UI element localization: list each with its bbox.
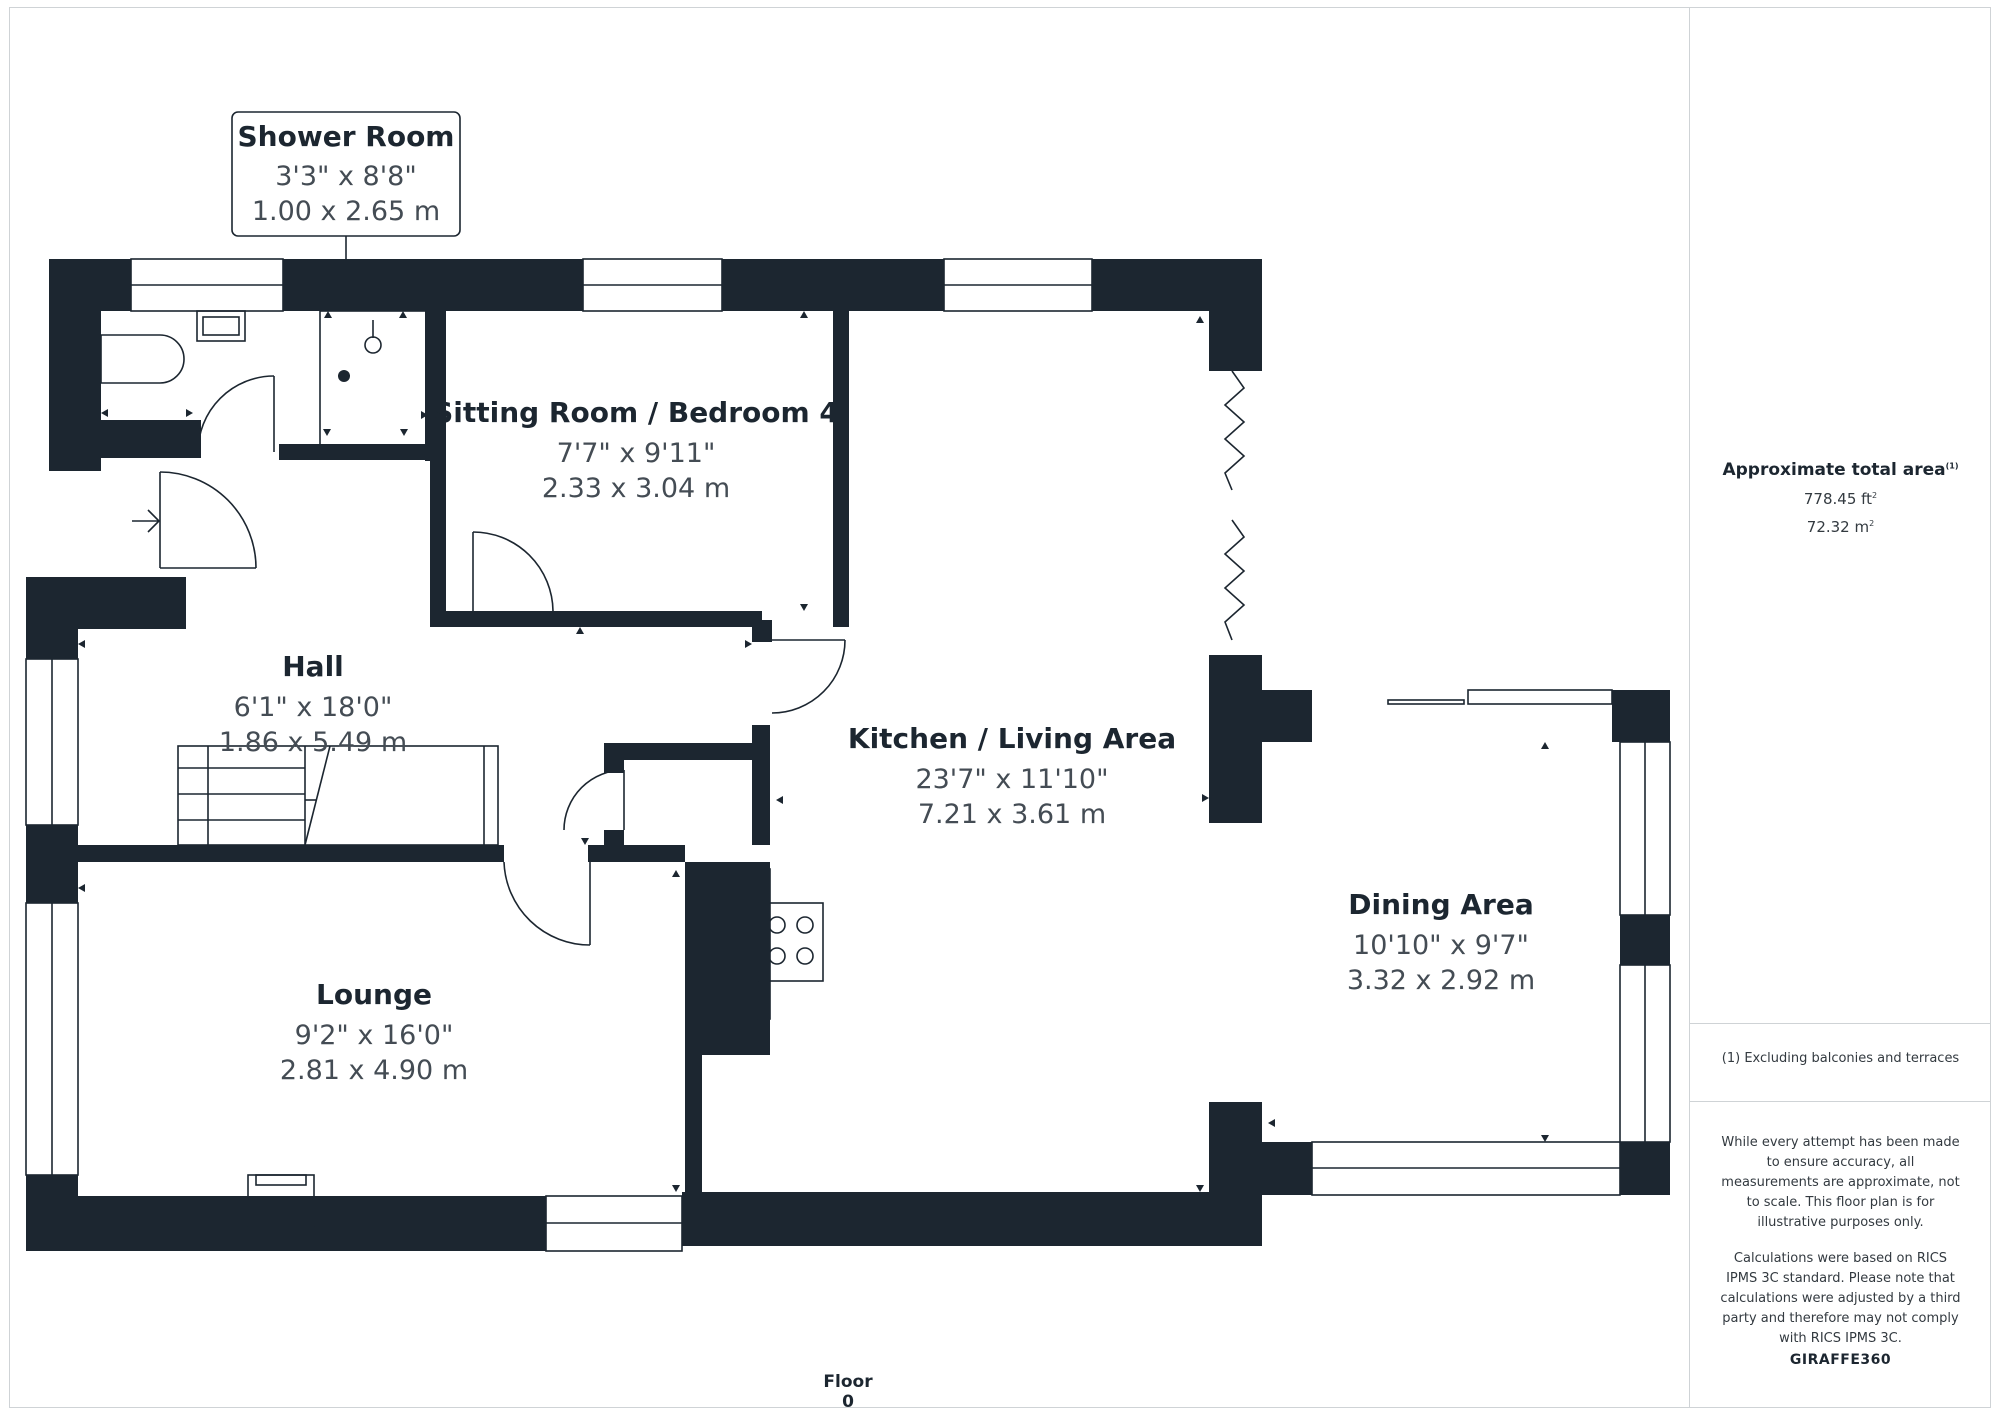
- disclaimer-calculations: Calculations were based on RICS IPMS 3C …: [1720, 1251, 1961, 1346]
- area-title-text: Approximate total area: [1722, 460, 1946, 480]
- room-metric-sitting: 2.33 x 3.04 m: [542, 473, 730, 504]
- bifold-doors: [1223, 370, 1246, 641]
- room-imperial-kitchen: 23'7" x 11'10": [915, 764, 1108, 795]
- room-metric-kitchen: 7.21 x 3.61 m: [918, 799, 1106, 830]
- staircase: [177, 745, 499, 846]
- floor-plan: Shower Room 3'3" x 8'8" 1.00 x 2.65 m Si…: [25, 111, 1671, 1252]
- disclaimer-accuracy: While every attempt has been made to ens…: [1721, 1135, 1960, 1230]
- brand-text-2: 360: [1860, 1352, 1892, 1368]
- area-note-marker: (1): [1945, 461, 1959, 471]
- shower-room-callout: [231, 111, 461, 259]
- room-imperial-hall: 6'1" x 18'0": [234, 692, 393, 723]
- area-m-squared: 2: [1869, 519, 1875, 528]
- room-name-kitchen: Kitchen / Living Area: [848, 722, 1176, 755]
- room-metric-dining: 3.32 x 2.92 m: [1347, 965, 1535, 996]
- area-title: Approximate total area(1): [1690, 460, 1991, 480]
- room-name-dining: Dining Area: [1348, 888, 1533, 921]
- room-metric-hall: 1.86 x 5.49 m: [219, 727, 407, 758]
- room-metric-shower: 1.00 x 2.65 m: [252, 196, 440, 227]
- area-summary: Approximate total area(1) 778.45 ft2 72.…: [1690, 460, 1991, 536]
- room-imperial-sitting: 7'7" x 9'11": [557, 438, 716, 469]
- room-name-hall: Hall: [282, 650, 344, 683]
- dimension-markers: [78, 311, 1549, 1192]
- sidebar-divider-2: [1690, 1101, 1991, 1102]
- floor-label: Floor 0: [823, 1372, 873, 1412]
- area-m-text: 72.32 m: [1806, 518, 1870, 536]
- page-frame: [9, 7, 1991, 1408]
- room-imperial-dining: 10'10" x 9'7": [1353, 930, 1529, 961]
- room-labels: Shower Room 3'3" x 8'8" 1.00 x 2.65 m Si…: [219, 120, 1535, 1086]
- brand-logo: GIRAFFE360: [1690, 1352, 1991, 1368]
- area-ft-squared: 2: [1872, 491, 1878, 500]
- doors: [159, 375, 846, 946]
- area-m: 72.32 m2: [1690, 518, 1991, 536]
- room-metric-lounge: 2.81 x 4.90 m: [280, 1055, 468, 1086]
- area-ft-text: 778.45 ft: [1803, 490, 1873, 508]
- room-imperial-lounge: 9'2" x 16'0": [295, 1020, 454, 1051]
- fixtures: [100, 310, 824, 1227]
- info-sidebar: Approximate total area(1) 778.45 ft2 72.…: [1689, 7, 1991, 1408]
- walls: [26, 259, 1670, 1251]
- room-name-lounge: Lounge: [316, 978, 432, 1011]
- room-name-shower: Shower Room: [238, 120, 455, 153]
- room-imperial-shower: 3'3" x 8'8": [275, 161, 417, 192]
- disclaimer: While every attempt has been made to ens…: [1690, 1133, 1991, 1365]
- area-footnote: (1) Excluding balconies and terraces: [1721, 1051, 1960, 1066]
- room-name-sitting: Sitting Room / Bedroom 4: [433, 396, 839, 429]
- sidebar-divider-1: [1690, 1023, 1991, 1024]
- brand-text-1: GIRAFFE: [1789, 1352, 1861, 1368]
- area-ft: 778.45 ft2: [1690, 490, 1991, 508]
